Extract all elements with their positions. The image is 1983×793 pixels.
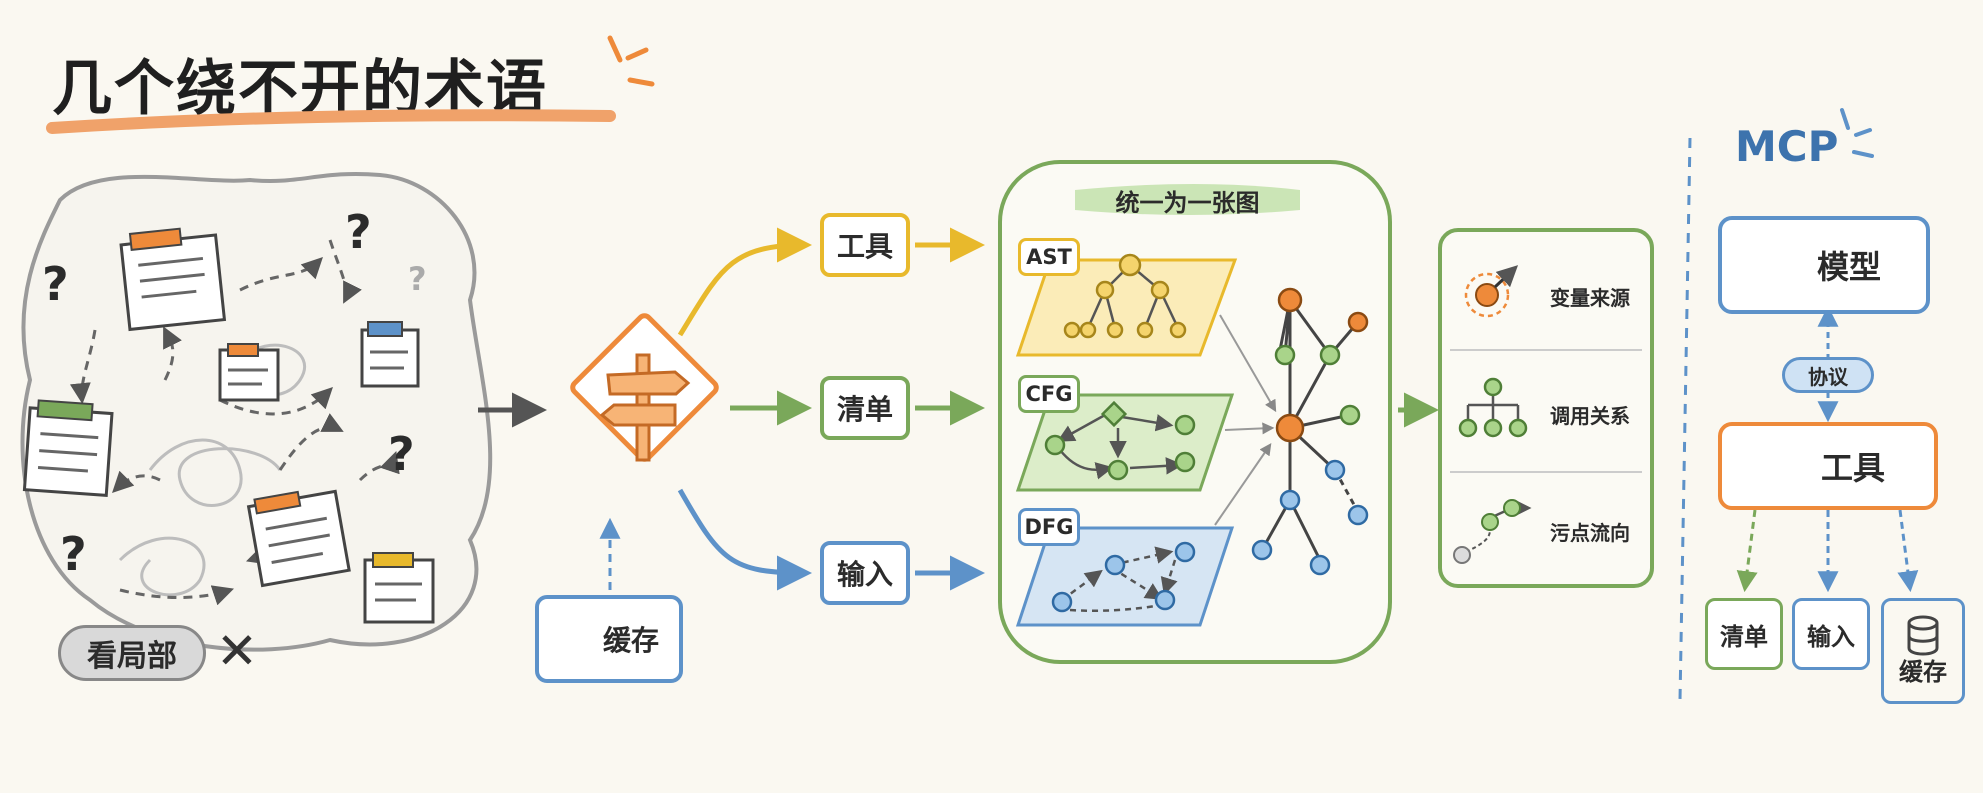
question-icon: ? bbox=[60, 527, 87, 581]
mcp-list-box[interactable]: 清单 bbox=[1705, 598, 1783, 670]
section-divider bbox=[1678, 137, 1692, 701]
tool-box[interactable]: 工具 bbox=[820, 213, 910, 277]
model-label: 模型 bbox=[1816, 248, 1881, 286]
variable-source-icon bbox=[1464, 265, 1519, 318]
unified-title: 统一为一张图 bbox=[1115, 188, 1260, 217]
unified-title-highlight bbox=[1075, 184, 1300, 215]
tool-label: 工具 bbox=[836, 230, 893, 263]
output-taint-flow: 污点流向 bbox=[1550, 520, 1630, 545]
cfg-tag: CFG bbox=[1018, 375, 1080, 413]
signpost-icon bbox=[599, 353, 691, 462]
cfg-layer bbox=[1015, 393, 1235, 492]
call-graph-icon bbox=[1458, 377, 1528, 438]
model-box[interactable]: 模型 bbox=[1718, 216, 1930, 314]
unified-network bbox=[1251, 287, 1369, 576]
note-1 bbox=[119, 227, 227, 332]
mcp-cache-label: 缓存 bbox=[1899, 658, 1947, 686]
list-label: 清单 bbox=[836, 393, 893, 426]
title-sparkle-icon bbox=[607, 35, 655, 87]
input-label: 输入 bbox=[836, 558, 893, 591]
note-2 bbox=[218, 343, 280, 402]
mcp-list-arrow bbox=[1736, 509, 1758, 593]
output-variable-source: 变量来源 bbox=[1550, 285, 1630, 310]
question-icon: ? bbox=[408, 260, 427, 298]
mcp-tool-box[interactable]: 工具 bbox=[1718, 422, 1938, 510]
database-icon bbox=[1907, 615, 1939, 656]
question-icon: ? bbox=[345, 205, 372, 259]
question-icon: ? bbox=[388, 427, 415, 481]
local-view-label: 看局部 bbox=[58, 625, 206, 681]
mcp-cache-box[interactable]: 缓存 bbox=[1881, 598, 1965, 704]
outputs-panel bbox=[1438, 228, 1654, 588]
dfg-tag: DFG bbox=[1018, 508, 1080, 546]
layer-merge-lines bbox=[1214, 314, 1277, 526]
mcp-label: MCP bbox=[1735, 122, 1839, 171]
question-icon: ? bbox=[42, 257, 69, 311]
taint-flow-icon bbox=[1453, 499, 1532, 564]
mcp-input-box[interactable]: 输入 bbox=[1792, 598, 1870, 670]
note-6 bbox=[363, 552, 435, 624]
note-5 bbox=[246, 489, 351, 588]
cache-label: 缓存 bbox=[602, 624, 659, 657]
ast-tag: AST bbox=[1018, 238, 1080, 276]
note-4 bbox=[22, 399, 114, 497]
branch-tool-curve bbox=[677, 227, 812, 337]
question-marks: ? ? ? ? ? bbox=[42, 205, 427, 581]
input-box[interactable]: 输入 bbox=[820, 541, 910, 605]
ast-layer bbox=[1015, 253, 1238, 357]
cross-mark-icon: ✕ bbox=[216, 622, 258, 680]
protocol-badge: 协议 bbox=[1782, 357, 1874, 393]
dfg-layer bbox=[1015, 526, 1235, 627]
list-box[interactable]: 清单 bbox=[820, 376, 910, 440]
title-underline bbox=[46, 109, 616, 134]
output-call-relation: 调用关系 bbox=[1550, 403, 1630, 428]
mcp-tool-label: 工具 bbox=[1820, 449, 1885, 487]
mcp-cache-arrow bbox=[1897, 509, 1919, 593]
cache-box[interactable]: 缓存 bbox=[535, 595, 683, 683]
note-3 bbox=[360, 321, 420, 388]
branch-input-curve bbox=[677, 488, 812, 591]
local-view-text: 看局部 bbox=[87, 639, 177, 674]
mcp-sparkle-icon bbox=[1840, 108, 1874, 158]
